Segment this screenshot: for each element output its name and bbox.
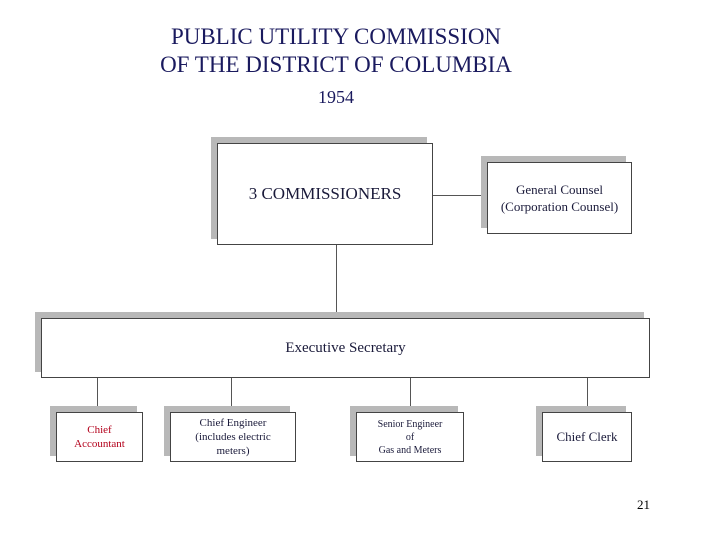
chief-clerk-label: Chief Clerk [556, 429, 618, 444]
chief-clerk-box: Chief Clerk [542, 412, 632, 462]
title-line-1: PUBLIC UTILITY COMMISSION [170, 24, 502, 49]
chief-engineer-label-line3: meters) [216, 445, 250, 457]
chief-engineer-label-line1: Chief Engineer [199, 417, 267, 429]
senior-engineer-label-line1: Senior Engineer [377, 418, 443, 430]
connector-commissioners-counsel [433, 195, 487, 196]
chief-accountant-label-line2: Accountant [74, 438, 125, 450]
senior-engineer-box: Senior Engineer of Gas and Meters [356, 412, 464, 462]
general-counsel-box: General Counsel (Corporation Counsel) [487, 162, 632, 234]
chief-engineer-box: Chief Engineer (includes electric meters… [170, 412, 296, 462]
title-line-2: OF THE DISTRICT OF COLUMBIA [160, 52, 512, 77]
connector-exec-engineer [231, 378, 232, 412]
commissioners-label: 3 COMMISSIONERS [248, 184, 402, 203]
connector-commissioners-exec [336, 245, 337, 318]
title-year: 1954 [318, 87, 354, 107]
executive-secretary-box: Executive Secretary [41, 318, 650, 378]
chief-engineer-label-line2: (includes electric [195, 431, 271, 443]
page-number: 21 [637, 497, 650, 512]
chief-accountant-label-line1: Chief [87, 424, 112, 436]
connector-exec-senior-engineer [410, 378, 411, 412]
chief-accountant-box: Chief Accountant [56, 412, 143, 462]
executive-secretary-label: Executive Secretary [285, 339, 406, 356]
connector-exec-accountant [97, 378, 98, 412]
connector-exec-clerk [587, 378, 588, 412]
general-counsel-sublabel: (Corporation Counsel) [500, 199, 619, 214]
senior-engineer-label-line2: of [405, 431, 415, 443]
commissioners-box: 3 COMMISSIONERS [217, 143, 433, 245]
general-counsel-label: General Counsel [515, 182, 603, 197]
senior-engineer-label-line3: Gas and Meters [378, 444, 442, 456]
